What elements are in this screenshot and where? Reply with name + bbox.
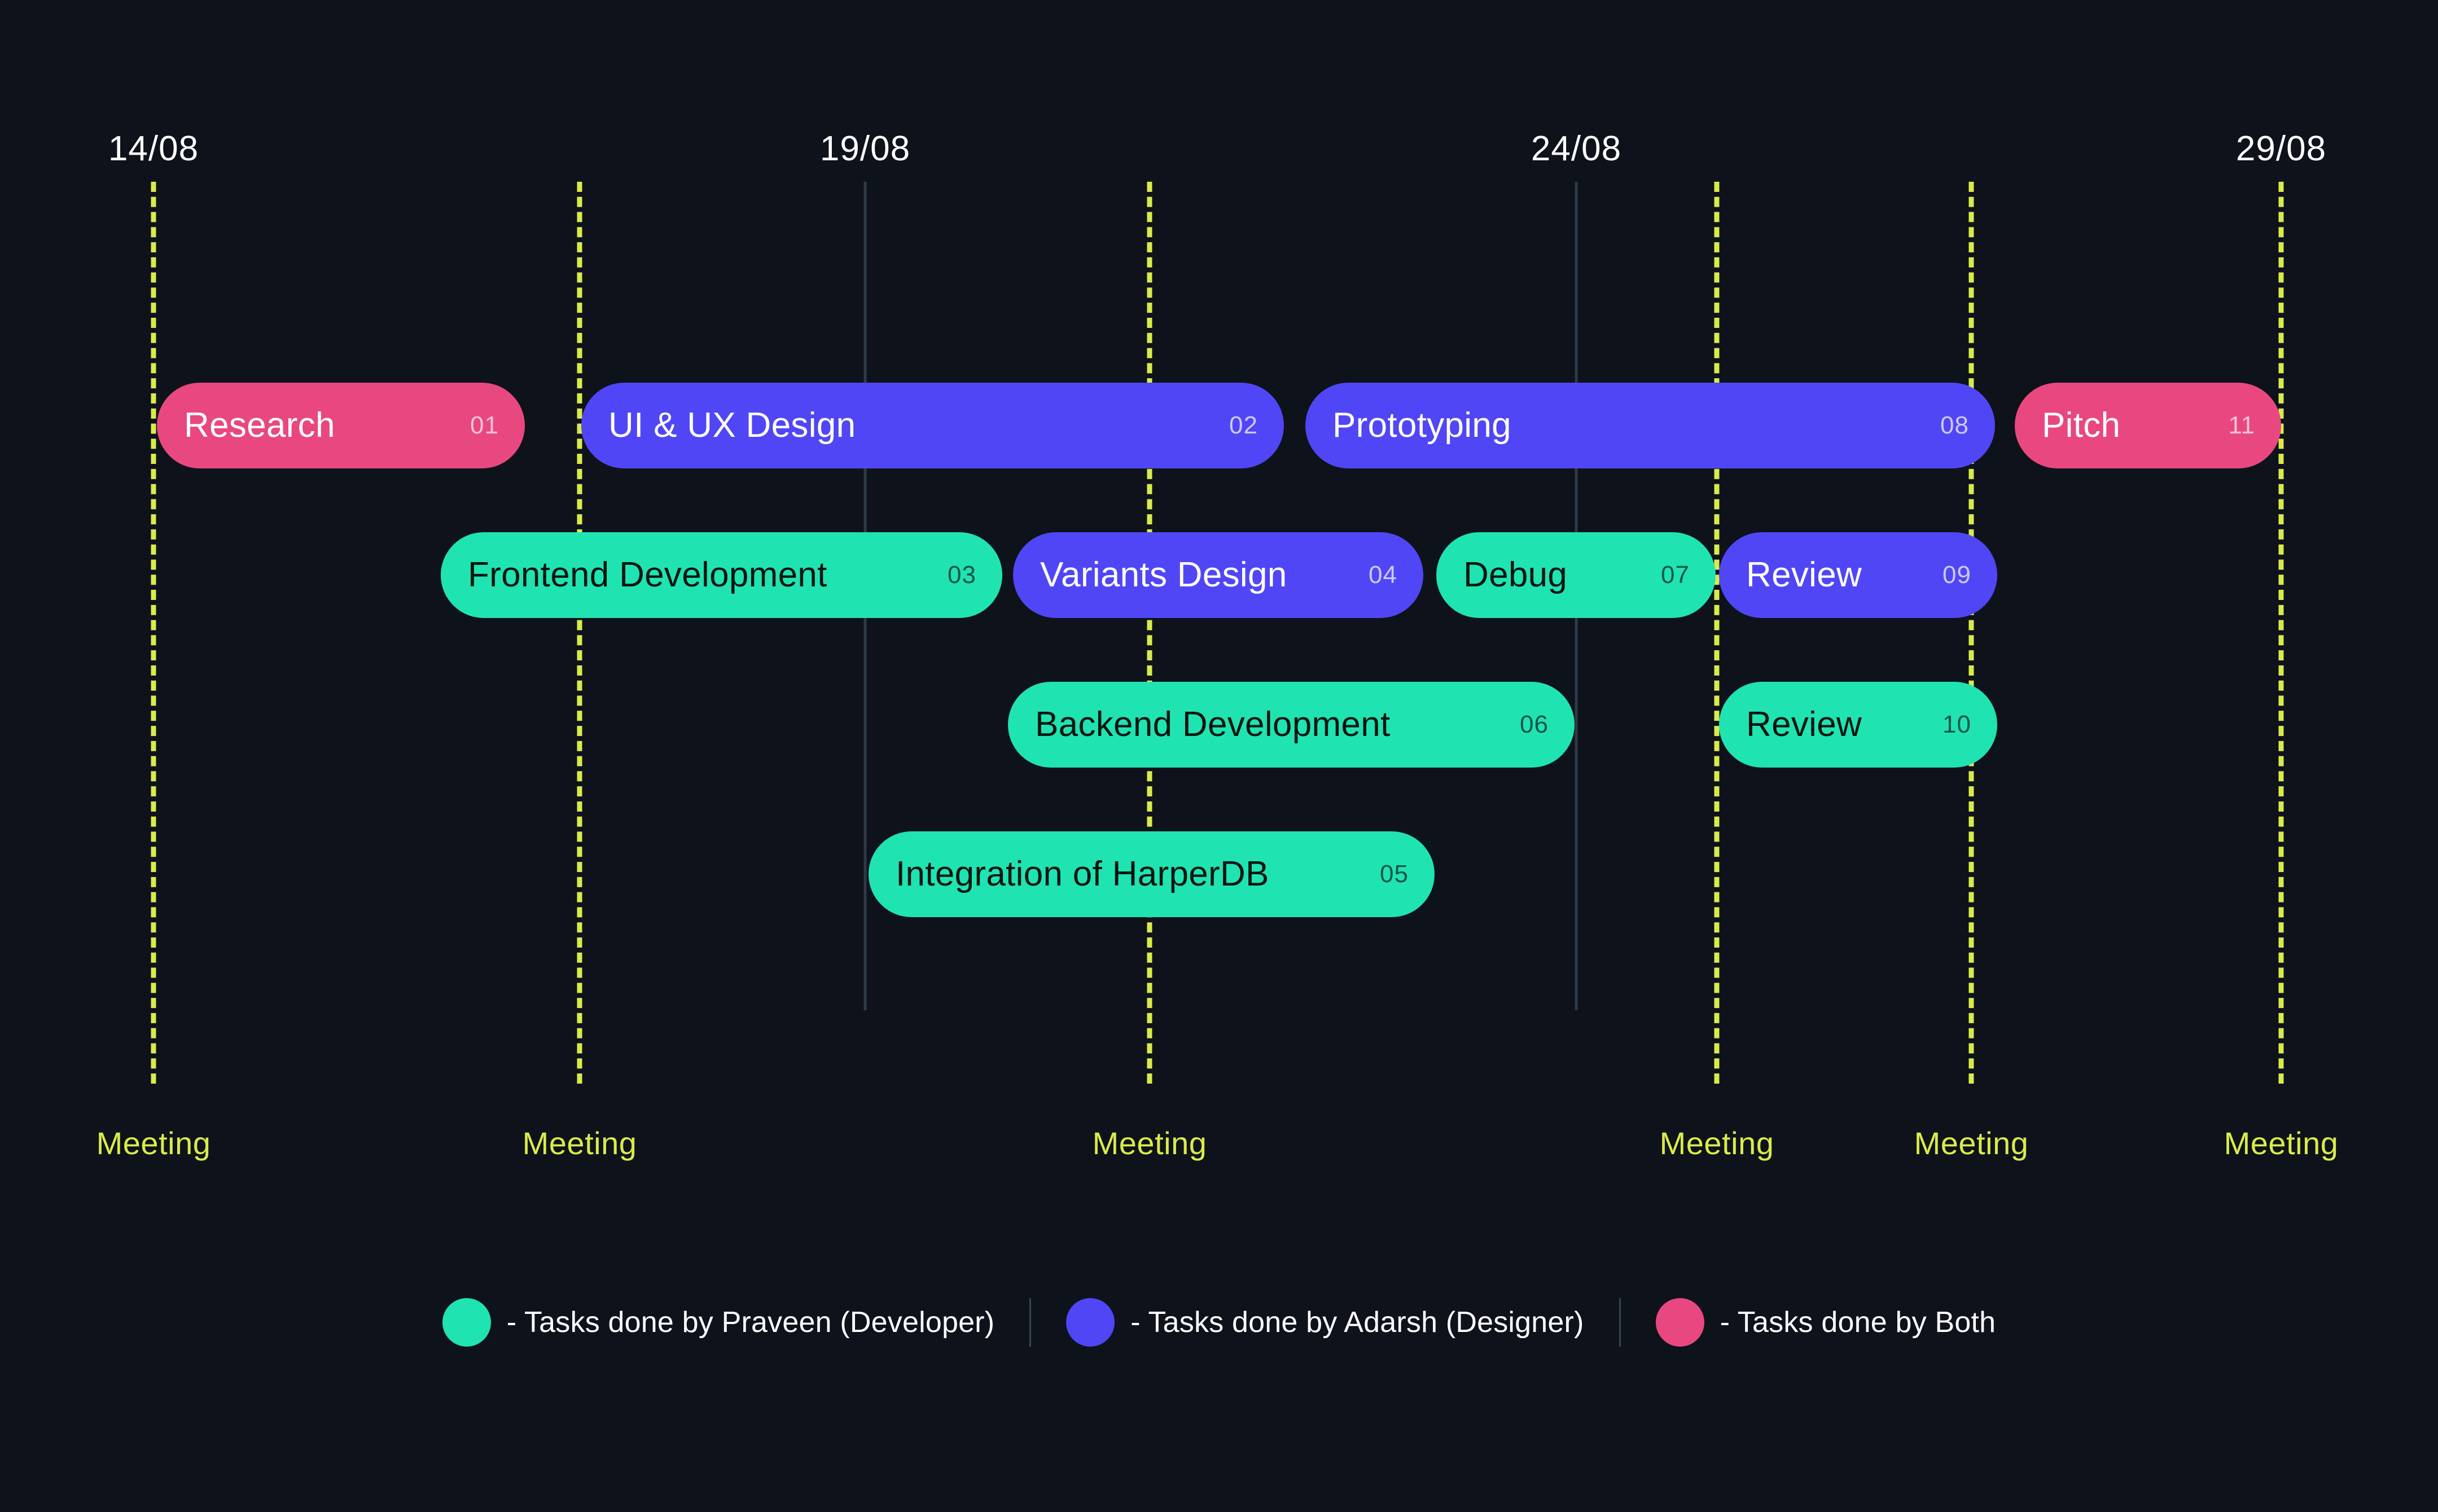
task-number: 01 bbox=[470, 411, 499, 439]
task-number: 02 bbox=[1229, 411, 1258, 439]
task-number: 04 bbox=[1369, 561, 1397, 589]
task-number: 09 bbox=[1942, 561, 1971, 589]
legend-label: - Tasks done by Praveen (Developer) bbox=[506, 1306, 995, 1339]
milestone-dashed-line-2 bbox=[1147, 182, 1152, 1084]
date-tick-label-2: 24/08 bbox=[1531, 129, 1622, 168]
legend-item-1[interactable]: - Tasks done by Adarsh (Designer) bbox=[1066, 1298, 1584, 1347]
legend-item-2[interactable]: - Tasks done by Both bbox=[1655, 1298, 1996, 1347]
task-bar-09[interactable]: Review 09 bbox=[1719, 532, 1997, 618]
meeting-label-1: Meeting bbox=[522, 1125, 637, 1161]
task-number: 05 bbox=[1380, 860, 1409, 888]
task-bar-06[interactable]: Backend Development 06 bbox=[1008, 682, 1575, 768]
milestone-dashed-line-1 bbox=[577, 182, 582, 1084]
date-tick-label-0: 14/08 bbox=[108, 129, 199, 168]
task-bar-04[interactable]: Variants Design 04 bbox=[1013, 532, 1423, 618]
task-number: 07 bbox=[1661, 561, 1690, 589]
task-bar-08[interactable]: Prototyping 08 bbox=[1305, 383, 1995, 468]
meeting-label-5: Meeting bbox=[2224, 1125, 2339, 1161]
pink-dot bbox=[1655, 1298, 1704, 1347]
task-title: Review bbox=[1746, 555, 1862, 594]
task-bar-11[interactable]: Pitch 11 bbox=[2015, 383, 2281, 468]
task-title: UI & UX Design bbox=[608, 406, 856, 445]
task-number: 06 bbox=[1520, 711, 1549, 738]
task-bar-03[interactable]: Frontend Development 03 bbox=[441, 532, 1002, 618]
task-number: 08 bbox=[1940, 411, 1969, 439]
task-number: 11 bbox=[2228, 411, 2255, 439]
meeting-label-2: Meeting bbox=[1092, 1125, 1207, 1161]
milestone-dashed-line-0 bbox=[151, 182, 156, 1084]
green-dot bbox=[442, 1298, 491, 1347]
task-title: Integration of HarperDB bbox=[896, 854, 1269, 893]
blue-dot bbox=[1066, 1298, 1115, 1347]
task-title: Pitch bbox=[2042, 406, 2121, 445]
task-bar-02[interactable]: UI & UX Design 02 bbox=[581, 383, 1284, 468]
task-title: Frontend Development bbox=[468, 555, 827, 594]
task-title: Research bbox=[184, 406, 335, 445]
date-tick-label-3: 29/08 bbox=[2235, 129, 2327, 168]
meeting-label-3: Meeting bbox=[1659, 1125, 1774, 1161]
meeting-label-0: Meeting bbox=[96, 1125, 211, 1161]
task-bar-05[interactable]: Integration of HarperDB 05 bbox=[869, 831, 1435, 917]
legend: - Tasks done by Praveen (Developer) - Tas… bbox=[0, 1298, 2438, 1347]
task-title: Variants Design bbox=[1040, 555, 1287, 594]
task-title: Debug bbox=[1463, 555, 1568, 594]
legend-label: - Tasks done by Both bbox=[1720, 1306, 1996, 1339]
task-bar-07[interactable]: Debug 07 bbox=[1436, 532, 1716, 618]
milestone-dashed-line-5 bbox=[2278, 182, 2284, 1084]
legend-label: - Tasks done by Adarsh (Designer) bbox=[1130, 1306, 1584, 1339]
meeting-label-4: Meeting bbox=[1914, 1125, 2029, 1161]
milestone-dashed-line-3 bbox=[1714, 182, 1720, 1084]
task-bar-10[interactable]: Review 10 bbox=[1719, 682, 1997, 768]
task-bar-01[interactable]: Research 01 bbox=[157, 383, 525, 468]
legend-separator bbox=[1029, 1298, 1032, 1347]
task-title: Prototyping bbox=[1332, 406, 1511, 445]
task-title: Backend Development bbox=[1035, 705, 1391, 744]
date-tick-label-1: 19/08 bbox=[819, 129, 911, 168]
legend-separator bbox=[1619, 1298, 1621, 1347]
task-number: 03 bbox=[948, 561, 976, 589]
milestone-dashed-line-4 bbox=[1968, 182, 1974, 1084]
task-title: Review bbox=[1746, 705, 1862, 744]
legend-item-0[interactable]: - Tasks done by Praveen (Developer) bbox=[442, 1298, 994, 1347]
task-number: 10 bbox=[1942, 711, 1971, 738]
